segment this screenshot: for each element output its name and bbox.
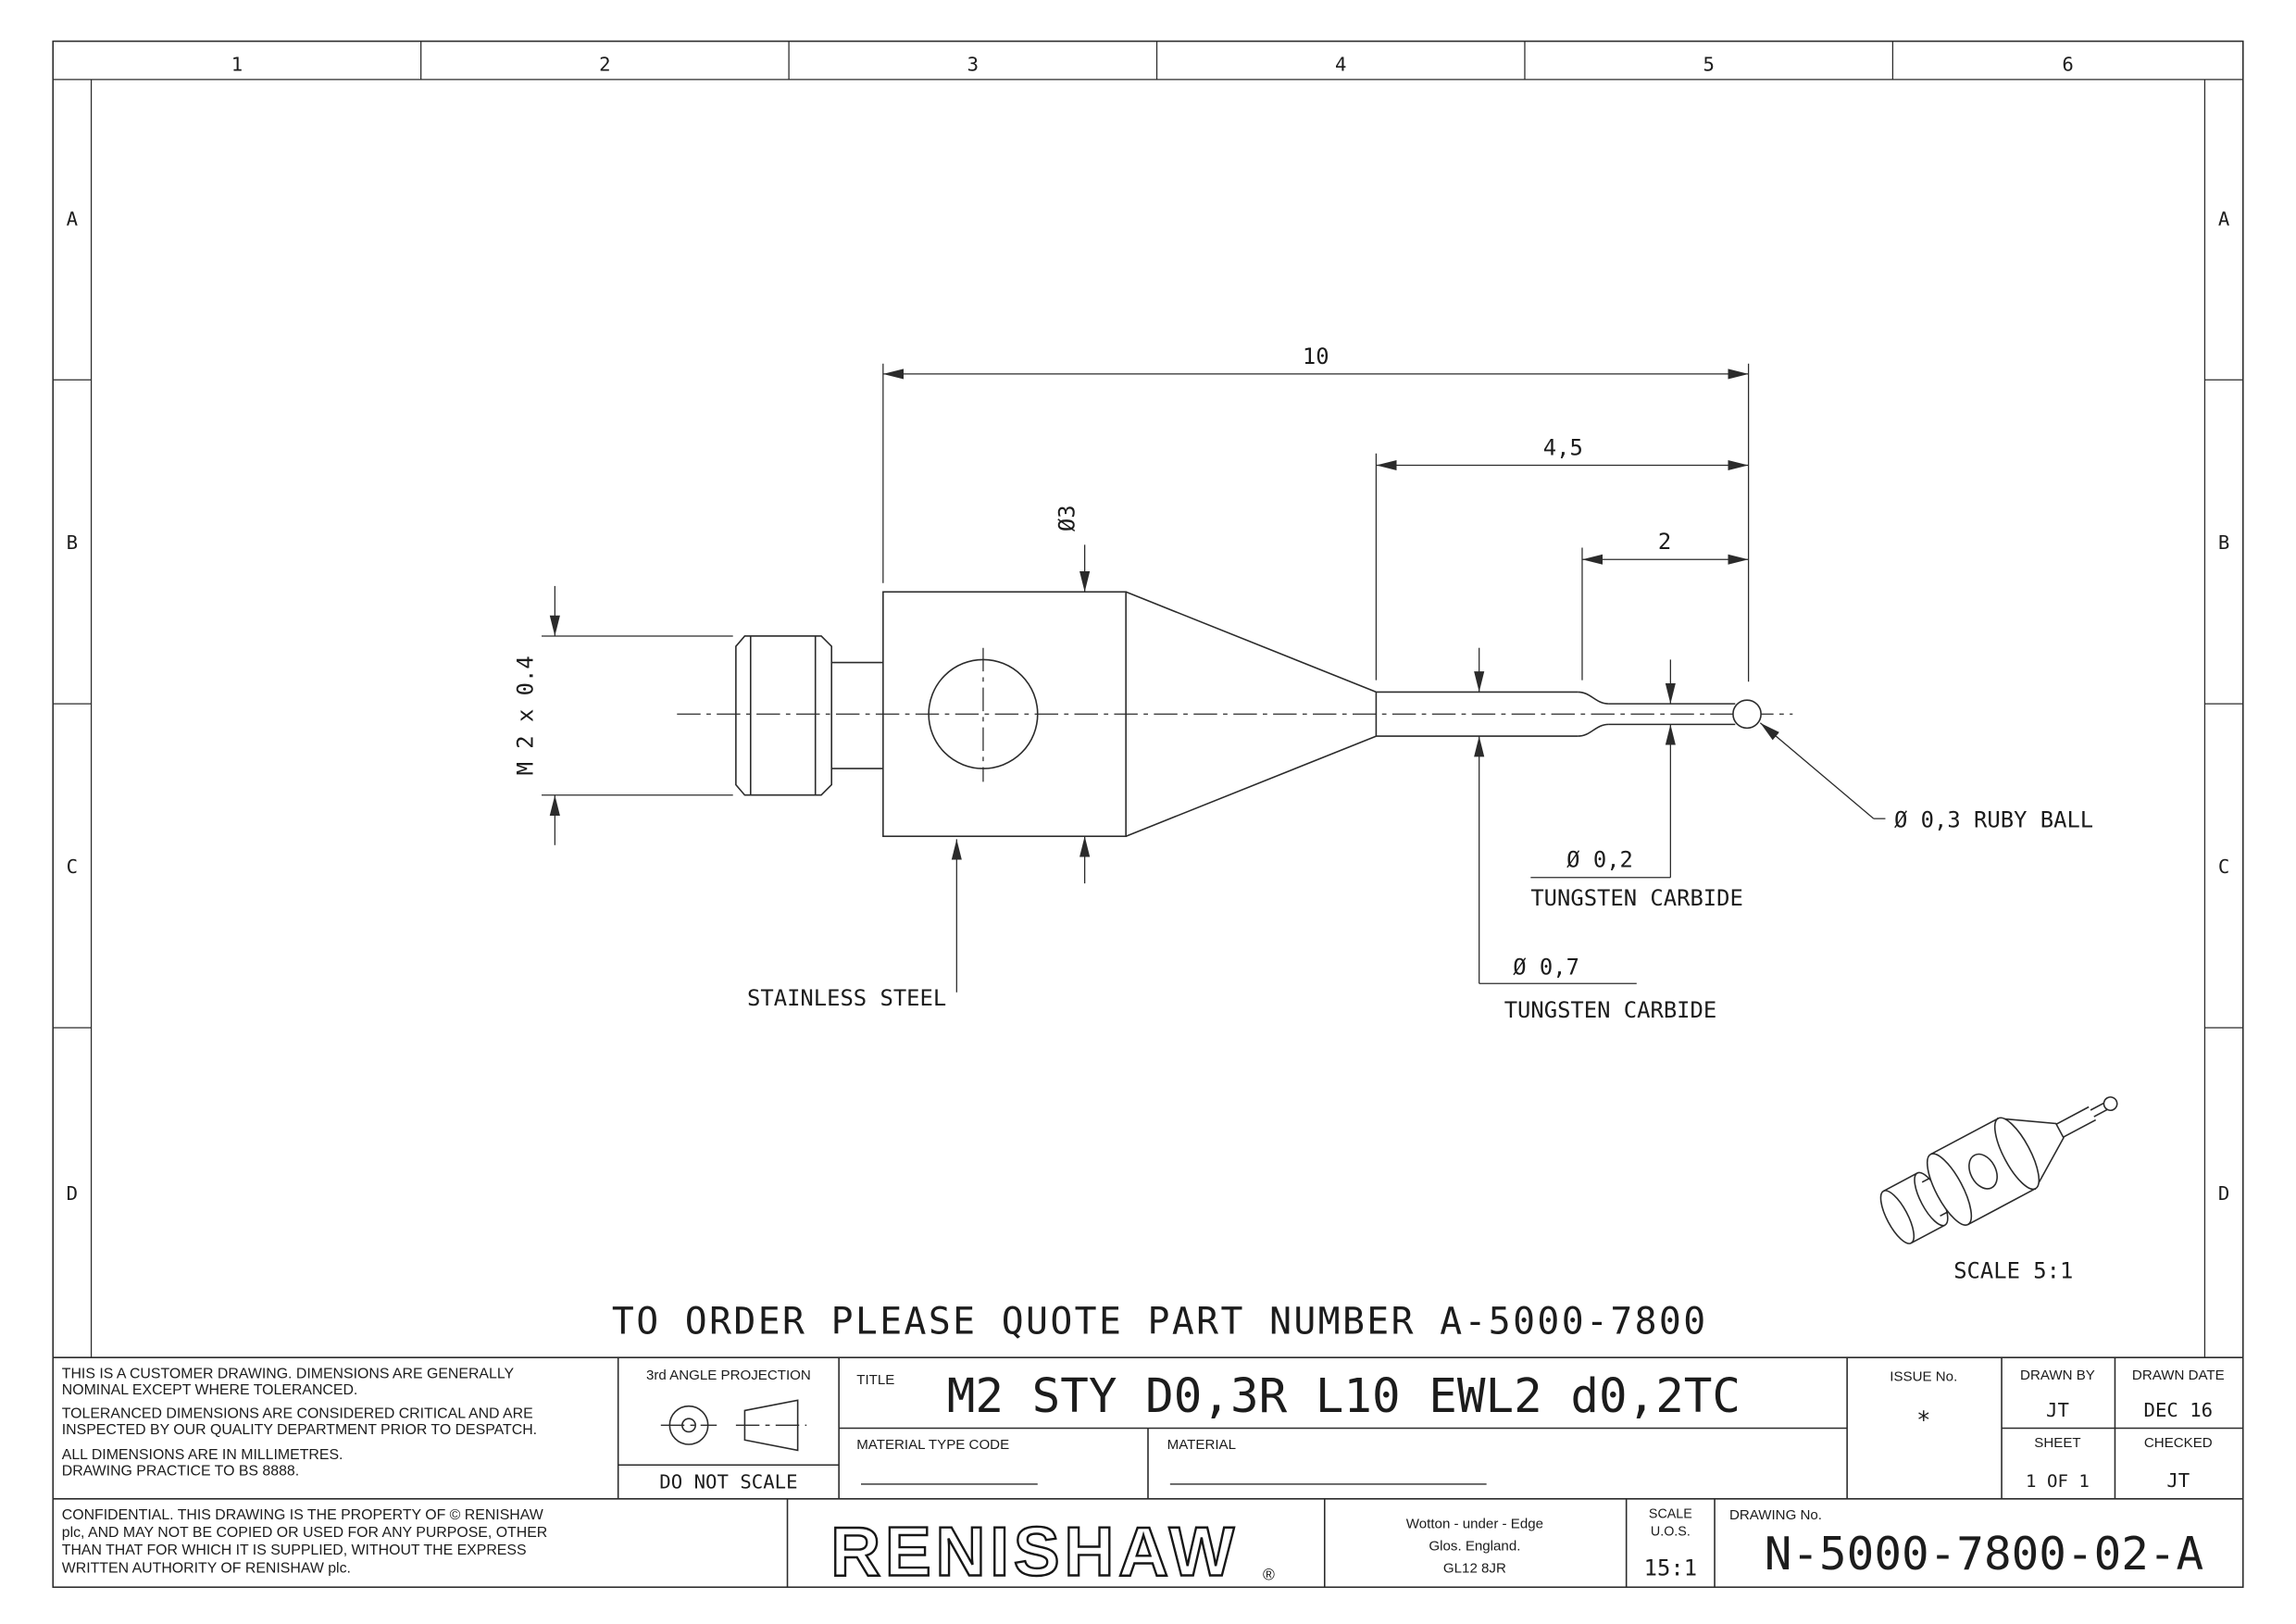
- row-label-b-left: B: [67, 531, 78, 554]
- drawn-by-label: DRAWN BY: [2020, 1368, 2095, 1383]
- row-label-c-right: C: [2218, 856, 2229, 878]
- label-stem-material: TUNGSTEN CARBIDE: [1504, 997, 1717, 1023]
- material-type-code-label: MATERIAL TYPE CODE: [856, 1437, 1009, 1453]
- col-label-6: 6: [2062, 53, 2073, 75]
- logo-cell: RENISHAW ®: [830, 1511, 1275, 1591]
- disclaimer-line: INSPECTED BY OUR QUALITY DEPARTMENT PRIO…: [62, 1422, 537, 1438]
- iso-scale-note: SCALE 5:1: [1953, 1257, 2073, 1283]
- row-label-d-left: D: [67, 1182, 78, 1205]
- stylus-body: [882, 591, 1127, 838]
- order-note: TO ORDER PLEASE QUOTE PART NUMBER A-5000…: [612, 1301, 1708, 1343]
- col-label-4: 4: [1335, 53, 1346, 75]
- disclaimer-line: TOLERANCED DIMENSIONS ARE CONSIDERED CRI…: [62, 1405, 533, 1421]
- thread-outline: [735, 635, 832, 796]
- scale-value: 15:1: [1644, 1555, 1697, 1581]
- projection-cell: 3rd ANGLE PROJECTION DO NOT SCALE: [646, 1368, 811, 1493]
- disclaimer-line: ALL DIMENSIONS ARE IN MILLIMETRES.: [62, 1447, 343, 1463]
- title-block-lines: [53, 1356, 2243, 1588]
- drawing-number-cell: DRAWING No. N-5000-7800-02-A: [1729, 1507, 2203, 1580]
- disclaimer-line: THIS IS A CUSTOMER DRAWING. DIMENSIONS A…: [62, 1366, 515, 1381]
- iso-ruby-ball: [2103, 1096, 2118, 1112]
- col-label-1: 1: [231, 53, 243, 75]
- drawn-date-value: DEC 16: [2144, 1399, 2214, 1421]
- label-stem-diameter: Ø 0,7: [1513, 955, 1579, 981]
- label-tip-material: TUNGSTEN CARBIDE: [1530, 885, 1743, 911]
- dim-overall-length: 10: [1303, 344, 1329, 369]
- address-line: GL12 8JR: [1443, 1560, 1506, 1576]
- drawing-no-value: N-5000-7800-02-A: [1765, 1527, 2204, 1580]
- row-label-a-left: A: [67, 207, 79, 230]
- confidential-line: plc, AND MAY NOT BE COPIED OR USED FOR A…: [62, 1525, 548, 1541]
- issue-label: ISSUE No.: [1890, 1369, 1957, 1385]
- label-tip-diameter: Ø 0,2: [1566, 847, 1633, 873]
- confidential-line: THAN THAT FOR WHICH IT IS SUPPLIED, WITH…: [62, 1543, 527, 1558]
- drawing-no-label: DRAWING No.: [1729, 1507, 1822, 1523]
- col-label-2: 2: [599, 53, 610, 75]
- title-label: TITLE: [856, 1372, 894, 1388]
- disclaimer-line: NOMINAL EXCEPT WHERE TOLERANCED.: [62, 1382, 358, 1398]
- issue-drawn-cells: ISSUE No. * DRAWN BY JT DRAWN DATE DEC 1…: [1890, 1368, 2224, 1492]
- confidential-line: CONFIDENTIAL. THIS DRAWING IS THE PROPER…: [62, 1507, 543, 1523]
- title-cell: TITLE M2 STY D0,3R L10 EWL2 d0,2TC MATER…: [856, 1368, 1741, 1453]
- label-ruby-ball: Ø 0,3 RUBY BALL: [1894, 807, 2093, 833]
- do-not-scale-note: DO NOT SCALE: [659, 1471, 797, 1493]
- scale-label: SCALE: [1649, 1507, 1692, 1522]
- sheet-value: 1 OF 1: [2026, 1471, 2090, 1492]
- dim-tip-length: 2: [1658, 529, 1671, 555]
- dim-ewl: 4,5: [1543, 434, 1583, 460]
- row-label-a-right: A: [2218, 207, 2230, 230]
- body-hole: [928, 658, 1039, 769]
- address-line: Glos. England.: [1429, 1538, 1520, 1554]
- row-label-b-right: B: [2218, 531, 2229, 554]
- drawn-date-label: DRAWN DATE: [2132, 1368, 2225, 1383]
- checked-value: JT: [2166, 1469, 2190, 1492]
- disclaimer-line: DRAWING PRACTICE TO BS 8888.: [62, 1463, 299, 1479]
- confidential-line: WRITTEN AUTHORITY OF RENISHAW plc.: [62, 1560, 351, 1576]
- renishaw-logo: RENISHAW: [830, 1513, 1239, 1591]
- material-label: MATERIAL: [1167, 1437, 1236, 1453]
- col-label-5: 5: [1703, 53, 1714, 75]
- issue-value: *: [1916, 1405, 1930, 1433]
- registered-mark: ®: [1263, 1565, 1275, 1583]
- address-line: Wotton - under - Edge: [1406, 1517, 1543, 1532]
- isometric-view: [1879, 1096, 2118, 1244]
- ruby-ball: [1732, 699, 1762, 730]
- sheet-label: SHEET: [2034, 1435, 2080, 1451]
- disclaimer-block: THIS IS A CUSTOMER DRAWING. DIMENSIONS A…: [62, 1366, 537, 1479]
- stylus-section-view: [677, 591, 1793, 838]
- third-angle-projection-icon: [660, 1399, 807, 1452]
- label-body-material: STAINLESS STEEL: [747, 985, 946, 1011]
- drawing-title: M2 STY D0,3R L10 EWL2 d0,2TC: [947, 1368, 1741, 1423]
- address-cell: Wotton - under - Edge Glos. England. GL1…: [1406, 1517, 1543, 1577]
- confidential-block: CONFIDENTIAL. THIS DRAWING IS THE PROPER…: [62, 1507, 548, 1576]
- row-label-d-right: D: [2218, 1182, 2229, 1205]
- row-label-c-left: C: [67, 856, 78, 878]
- dim-body-diameter: Ø3: [1054, 505, 1080, 531]
- checked-label: CHECKED: [2144, 1435, 2213, 1451]
- dim-thread: M 2 x 0.4: [512, 656, 538, 775]
- border-frame: [52, 40, 2244, 1589]
- iso-body-hole: [1968, 1153, 1998, 1190]
- uos-label: U.O.S.: [1651, 1525, 1691, 1540]
- dimensions: 10 4,5 2 Ø3 M 2 x 0.4 Ø 0,3 RUBY BALL Ø …: [512, 344, 2093, 1023]
- scale-cell: SCALE U.O.S. 15:1: [1644, 1507, 1697, 1581]
- grid-reference-labels: 1 2 3 4 5 6 A B C D A B C D: [67, 53, 2230, 1205]
- projection-label: 3rd ANGLE PROJECTION: [646, 1368, 811, 1383]
- drawn-by-value: JT: [2046, 1399, 2069, 1421]
- col-label-3: 3: [967, 53, 979, 75]
